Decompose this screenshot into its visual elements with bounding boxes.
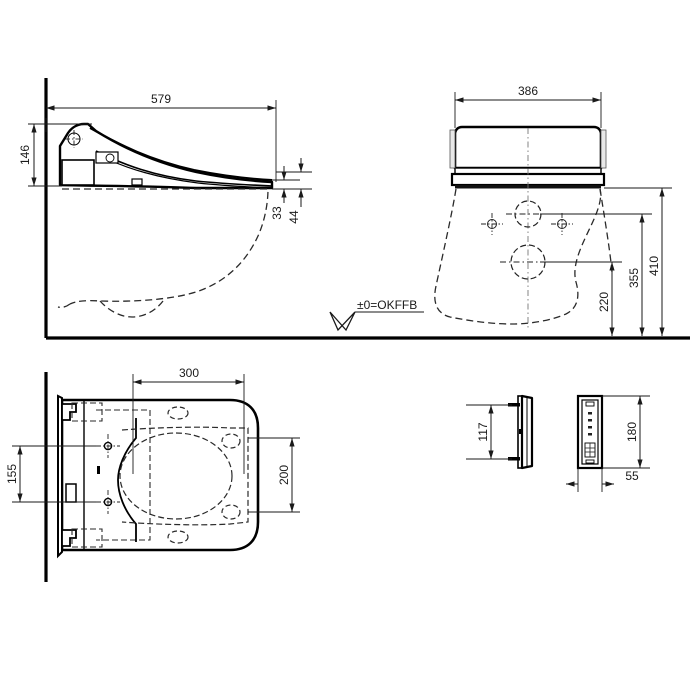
dim-label-200: 200 (277, 465, 291, 485)
dim-label-155: 155 (5, 464, 19, 484)
remote-side-view: 117 (466, 394, 534, 470)
dim-label-180: 180 (625, 422, 639, 442)
dim-label-300: 300 (179, 366, 199, 380)
seat-ring-line (95, 150, 273, 187)
connector-slot (65, 483, 77, 503)
dim-label-410: 410 (647, 256, 661, 276)
remote-button-3 (588, 426, 592, 429)
dim-label-33: 33 (270, 206, 284, 220)
remote-front-view: 180 55 (566, 394, 650, 492)
front-left-tab (449, 129, 456, 169)
datum-level-symbol (329, 311, 356, 332)
remote-tab-bottom (508, 457, 520, 461)
dim-label-55: 55 (625, 469, 639, 483)
buffer-pad-bottom (167, 530, 189, 544)
dim-label-579: 579 (151, 92, 171, 106)
remote-button-2 (588, 419, 592, 422)
seat-opening-left-profile (117, 418, 137, 542)
front-hidden-ceramic-left (434, 188, 602, 325)
seat-inner-line (99, 155, 272, 189)
side-elevation-view: 579 146 33 44 (18, 78, 340, 340)
seat-unit-outline (58, 122, 274, 190)
front-elevation-view: 386 410 355 220 (340, 84, 690, 340)
hidden-inner-body (96, 409, 151, 541)
hidden-bracket-bottom (71, 528, 103, 548)
dim-label-117: 117 (476, 422, 490, 441)
dim-label-146: 146 (18, 145, 32, 165)
rear-mounting-plate (57, 394, 63, 559)
plan-view: 300 200 155 (5, 366, 300, 582)
hidden-bowl-bottom-curve (99, 300, 164, 318)
dim-label-44: 44 (287, 210, 301, 224)
front-hidden-ceramic-right (599, 188, 613, 273)
secondary-circle-marker (105, 153, 115, 163)
datum-annotation: ±0=OKFFB (329, 298, 424, 332)
front-right-tab (600, 129, 607, 169)
hidden-bracket-top (71, 402, 103, 422)
small-marker-tick (97, 466, 100, 474)
datum-label: ±0=OKFFB (357, 298, 417, 312)
remote-button-1 (588, 412, 592, 415)
plan-body-outline (60, 398, 260, 552)
rear-housing-block (61, 159, 95, 186)
base-foot-detail (131, 178, 143, 186)
hidden-bowl-left-tail (57, 303, 71, 309)
hidden-hole-upper-right (221, 433, 241, 449)
hidden-hole-lower-right (221, 504, 241, 520)
buffer-pad-top (167, 406, 189, 420)
remote-bottom-slot (585, 459, 595, 464)
dim-label-386: 386 (518, 84, 538, 98)
hidden-bowl-outline (62, 188, 269, 305)
nozzle-housing-detail (95, 151, 119, 164)
remote-side-notch (519, 429, 523, 434)
dim-label-220: 220 (597, 292, 611, 312)
hidden-ceramic-rim (121, 426, 249, 526)
hidden-bowl-ellipse (119, 432, 233, 520)
remote-button-4 (588, 433, 592, 436)
dim-label-355: 355 (627, 268, 641, 288)
remote-top-slot (585, 401, 595, 407)
remote-tab-top (508, 403, 520, 407)
lid-top-curve (89, 127, 273, 181)
